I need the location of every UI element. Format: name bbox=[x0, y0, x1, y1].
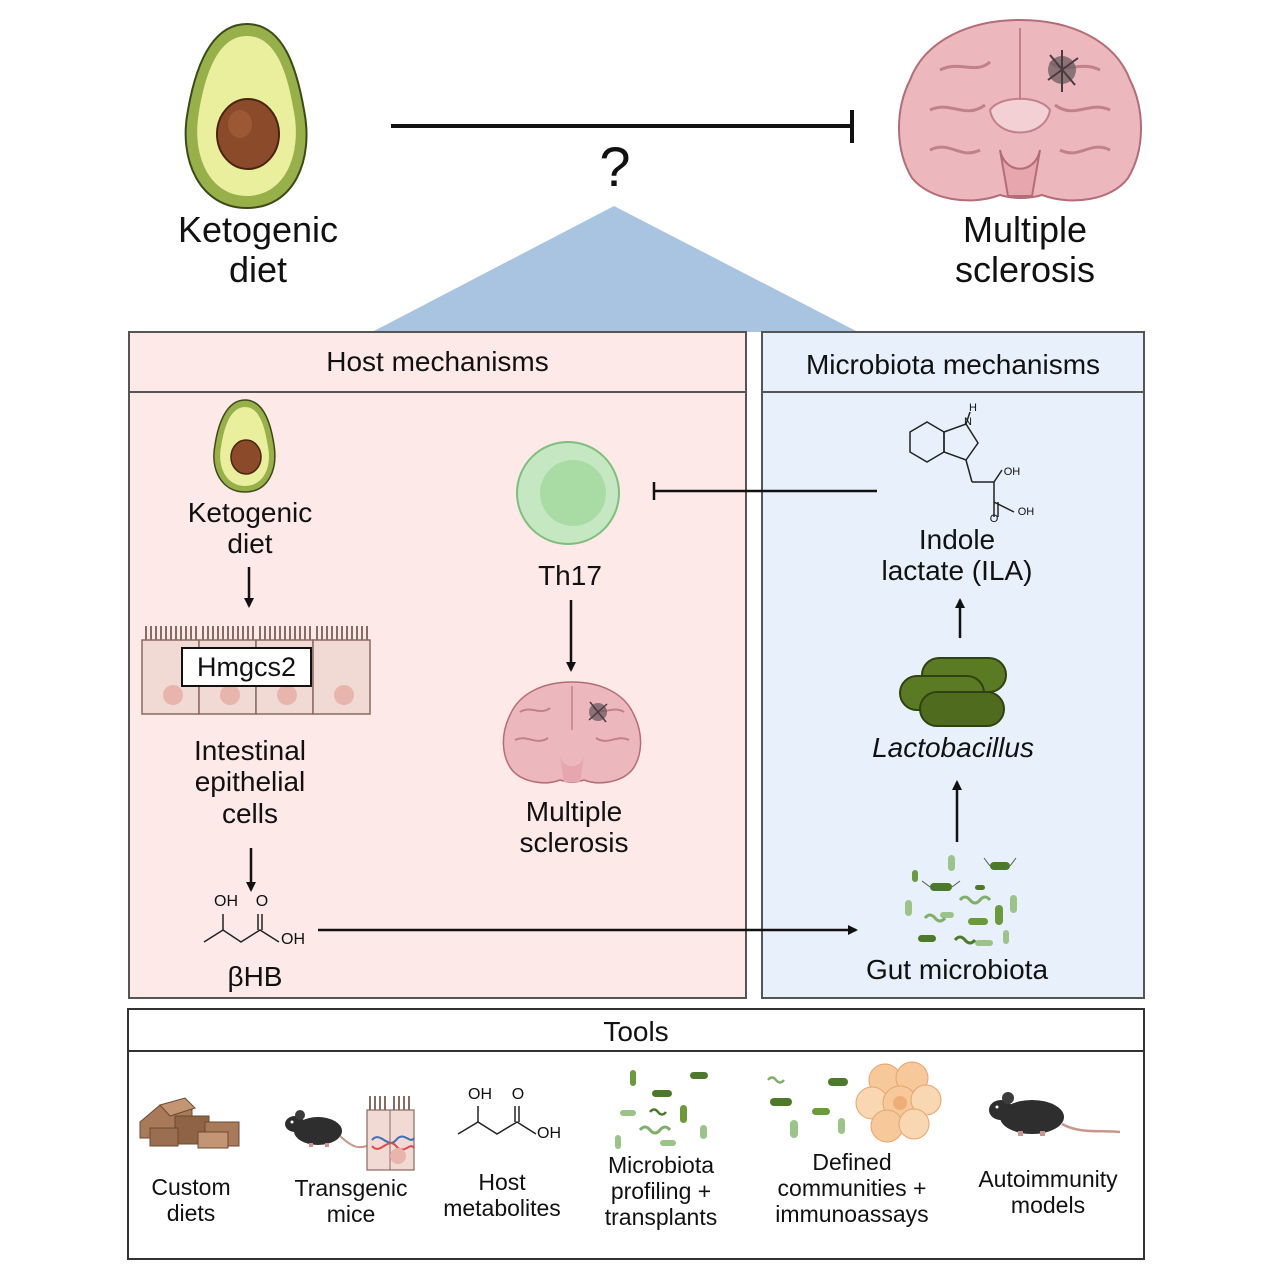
tool-label-host-metabolites: Host metabolites bbox=[443, 1169, 561, 1221]
tool-label-custom-diets: Custom diets bbox=[151, 1174, 231, 1226]
avocado-small-icon bbox=[213, 399, 276, 493]
defined-communities-icon bbox=[767, 1076, 848, 1138]
autoimmunity-mouse-icon bbox=[989, 1092, 1121, 1136]
bhb-label: βHB bbox=[227, 961, 283, 992]
tool-label-defined-communities: Defined communities + immunoassays bbox=[775, 1149, 929, 1227]
tool-label-transgenic-mice: Transgenic mice bbox=[294, 1175, 408, 1227]
host-mechanisms-header: Host mechanisms bbox=[128, 331, 747, 393]
tool-metab-oh2-label: OH bbox=[537, 1125, 561, 1142]
host-ms-label: Multiple sclerosis bbox=[519, 796, 629, 859]
question-mark: ? bbox=[599, 135, 631, 198]
brain-small-icon bbox=[502, 681, 642, 784]
question-triangle bbox=[372, 206, 858, 332]
ila-molecule bbox=[909, 411, 1015, 517]
immune-cells-icon bbox=[855, 1061, 942, 1143]
bhb-oh2-label: OH bbox=[281, 931, 305, 948]
ila-n-label: N bbox=[964, 416, 972, 428]
lactobacillus-icon bbox=[899, 657, 1007, 727]
avocado-icon bbox=[184, 22, 308, 210]
host-metabolite-molecule bbox=[457, 1106, 537, 1135]
ila-oh-label: OH bbox=[1003, 466, 1021, 478]
gut-microbiota-icon bbox=[905, 855, 1017, 946]
ila-label: Indole lactate (ILA) bbox=[881, 524, 1033, 587]
bhb-molecule bbox=[203, 914, 280, 943]
custom-diets-icon bbox=[139, 1097, 240, 1149]
microbiota-mechanisms-header: Microbiota mechanisms bbox=[761, 331, 1145, 393]
bhb-oh-label: OH bbox=[214, 893, 238, 910]
tool-metab-o-label: O bbox=[511, 1086, 525, 1103]
gut-microbiota-label: Gut microbiota bbox=[865, 954, 1049, 985]
tools-header: Tools bbox=[127, 1008, 1145, 1052]
epithelial-cells-label: Intestinal epithelial cells bbox=[193, 735, 307, 829]
lactobacillus-label: Lactobacillus bbox=[872, 732, 1034, 763]
hmgcs2-gene-box: Hmgcs2 bbox=[181, 647, 312, 687]
tool-label-autoimmunity-models: Autoimmunity models bbox=[978, 1166, 1118, 1218]
ila-oh2-label: OH bbox=[1017, 506, 1035, 518]
tool-label-microbiota-profiling: Microbiota profiling + transplants bbox=[604, 1152, 718, 1230]
th17-label: Th17 bbox=[538, 560, 602, 591]
transgenic-mouse-icon bbox=[285, 1110, 371, 1149]
top-disease-label: Multiple sclerosis bbox=[954, 209, 1096, 291]
host-mechanisms-title: Host mechanisms bbox=[326, 346, 549, 377]
bhb-o-label: O bbox=[255, 893, 269, 910]
microbiota-profiling-icon bbox=[615, 1070, 708, 1149]
host-diet-label: Ketogenic diet bbox=[187, 497, 313, 560]
ila-h-label: H bbox=[969, 402, 977, 414]
transgenic-cells-icon bbox=[366, 1096, 415, 1171]
th17-cell-icon bbox=[516, 441, 620, 545]
microbiota-mechanisms-title: Microbiota mechanisms bbox=[805, 349, 1101, 380]
tools-title: Tools bbox=[603, 1016, 669, 1047]
brain-icon bbox=[898, 18, 1142, 202]
ila-o-label: O bbox=[989, 513, 999, 525]
top-diet-label: Ketogenic diet bbox=[177, 209, 339, 291]
tool-metab-oh-label: OH bbox=[468, 1086, 492, 1103]
